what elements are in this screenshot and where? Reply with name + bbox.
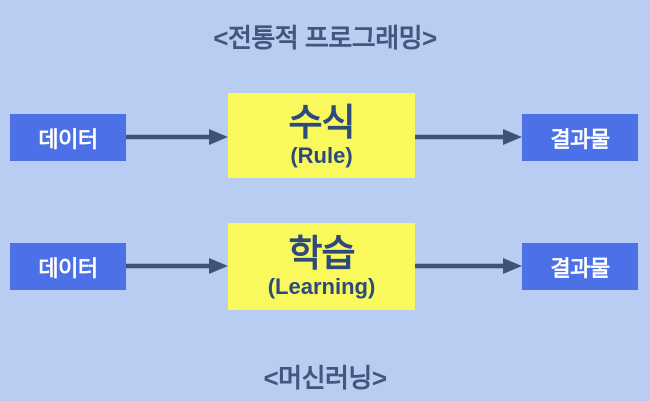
row2-input-box-data: 데이터 — [10, 243, 126, 290]
title-machine-learning: <머신러닝> — [263, 363, 387, 393]
row1-process-box-rule: 수식 (Rule) — [228, 93, 415, 178]
row2-arrow-left-icon — [126, 258, 228, 274]
row1-arrow-left-icon — [126, 129, 228, 145]
row2-output-box-result: 결과물 — [522, 243, 638, 290]
row1-process-main-label: 수식 — [288, 101, 355, 143]
row2-process-box-learning: 학습 (Learning) — [228, 223, 415, 310]
row1-input-box-data: 데이터 — [10, 114, 126, 161]
row1-arrow-right-icon — [415, 129, 522, 145]
row1-process-sub-label: (Rule) — [290, 143, 353, 169]
row2-process-main-label: 학습 — [288, 232, 355, 274]
row1-output-box-result: 결과물 — [522, 114, 638, 161]
row2-process-sub-label: (Learning) — [267, 274, 376, 300]
row2-arrow-right-icon — [415, 258, 522, 274]
title-traditional-programming: <전통적 프로그래밍> — [213, 23, 437, 53]
